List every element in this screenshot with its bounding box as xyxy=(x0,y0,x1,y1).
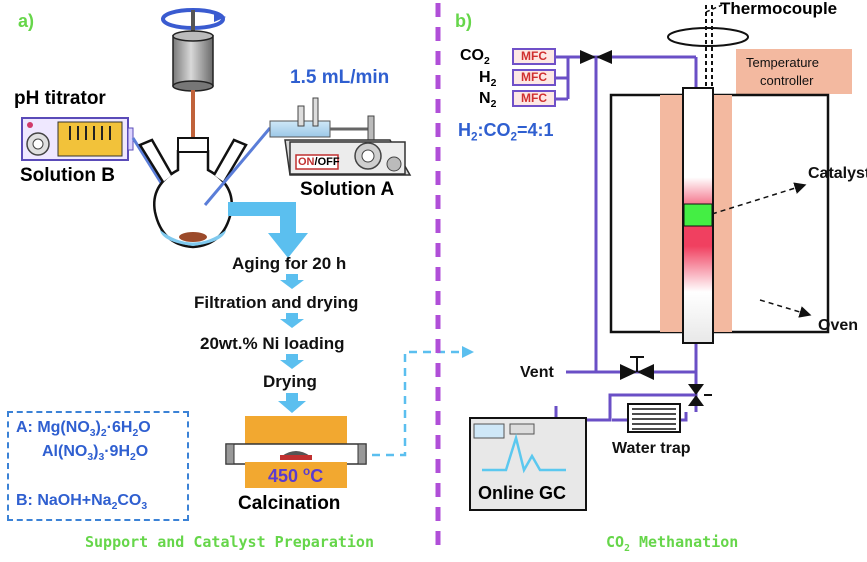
online-gc-label: Online GC xyxy=(478,483,567,503)
panel-b-tag: b) xyxy=(455,11,472,31)
oven xyxy=(609,87,830,344)
transfer-arrowhead xyxy=(462,346,474,358)
step-arrows xyxy=(278,274,306,413)
gas-lines xyxy=(554,55,698,422)
mfc-co2: MFC xyxy=(512,48,556,65)
catalyst-bed xyxy=(683,203,713,227)
on-off-switch-label: ON/OFF xyxy=(298,157,340,168)
transfer-dashed-arrow xyxy=(372,350,462,457)
step-drying: Drying xyxy=(263,372,317,391)
catalyst-pointer xyxy=(711,182,807,215)
valve-inlet-icon xyxy=(580,50,612,64)
gas-n2-label: N2 xyxy=(479,90,497,111)
temp-controller-box xyxy=(736,49,852,94)
online-gc xyxy=(469,417,587,511)
water-trap-label: Water trap xyxy=(612,440,691,457)
temp-controller-line1: Temperature xyxy=(746,55,819,70)
oven-label: Oven xyxy=(818,317,859,334)
caption-panel-b: CO2 Methanation xyxy=(606,533,739,554)
temp-controller-line2: controller xyxy=(760,73,814,88)
legend-a-line2: Al(NO3)3·9H2O xyxy=(42,443,149,464)
valve-gc-icon xyxy=(688,384,712,406)
reaction-flask xyxy=(138,137,248,249)
flow-rate-label: 1.5 mL/min xyxy=(290,67,390,88)
calcination-temperature: 450 oC xyxy=(268,465,324,486)
thermocouple-pointer xyxy=(705,4,723,13)
off-label: OFF xyxy=(317,156,340,168)
water-trap xyxy=(627,403,681,433)
gas-ratio-label: H2:CO2=4:1 xyxy=(458,120,554,144)
flow-arrow-main xyxy=(228,202,308,258)
calcination-furnace xyxy=(225,416,367,488)
step-ni-loading: 20wt.% Ni loading xyxy=(200,334,345,353)
calcination-label: Calcination xyxy=(238,493,341,514)
valve-vent-icon xyxy=(620,356,654,380)
gas-h2-label: H2 xyxy=(479,69,497,90)
thermocouple-ring xyxy=(667,27,749,47)
stirrer-motor xyxy=(172,30,214,92)
thermocouple-label: Thermocouple xyxy=(720,0,838,18)
panel-a-tag: a) xyxy=(18,11,35,31)
ph-titrator-label: pH titrator xyxy=(14,88,106,109)
on-off-sep: / xyxy=(314,156,318,168)
reagent-legend xyxy=(7,411,189,521)
gas-co2-label: CO2 xyxy=(460,47,490,68)
ph-titrator-device xyxy=(21,117,134,161)
legend-a-line1: A: Mg(NO3)2·6H2O xyxy=(16,419,151,440)
step-aging: Aging for 20 h xyxy=(232,254,347,273)
mfc-n2: MFC xyxy=(512,90,556,107)
on-label: ON xyxy=(298,156,315,168)
catalyst-label: Catalyst xyxy=(808,165,867,182)
solution-a-label: Solution A xyxy=(300,179,395,200)
caption-panel-a: Support and Catalyst Preparation xyxy=(85,533,374,551)
mfc-h2: MFC xyxy=(512,69,556,86)
solution-b-label: Solution B xyxy=(20,165,115,186)
syringe-pump-device xyxy=(203,97,412,206)
legend-b-line: B: NaOH+Na2CO3 xyxy=(16,492,148,513)
step-filtration: Filtration and drying xyxy=(194,293,359,312)
vent-label: Vent xyxy=(520,364,554,381)
